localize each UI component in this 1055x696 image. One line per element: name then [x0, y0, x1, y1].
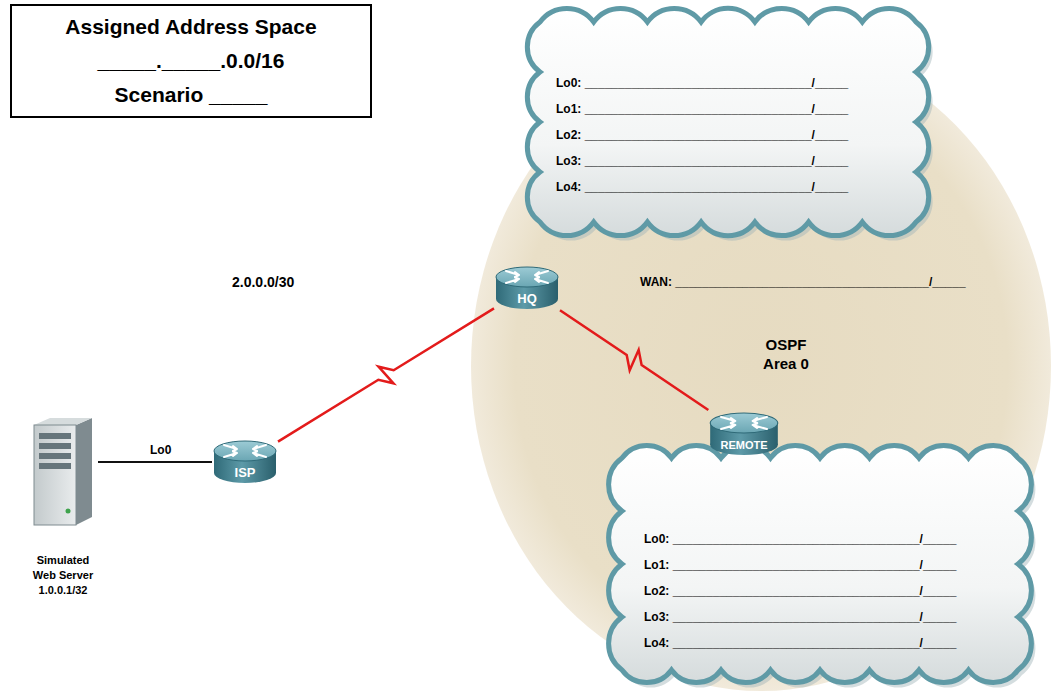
router-top [214, 441, 276, 461]
router-icon: HQ [494, 264, 560, 312]
address-text: _____._____.0.0/16 [98, 44, 285, 78]
router-top [710, 413, 778, 433]
server-label: 1.0.0.1/32 [27, 583, 99, 598]
server-side [76, 418, 92, 525]
loopback-label: Lo3: ___________________________________… [644, 604, 956, 630]
drive-bay [39, 433, 71, 439]
ospf-area-fill [471, 41, 1051, 691]
router-arrow [753, 417, 767, 423]
loopback-label: Lo2: ___________________________________… [644, 578, 956, 604]
ethernet-link [98, 461, 212, 463]
web-server: Simulated Web Server1.0.0.1/32 [22, 415, 104, 615]
server-front [34, 425, 76, 525]
cloud-shape [609, 445, 1032, 682]
loopback-label: Lo4: ___________________________________… [644, 630, 956, 656]
router-icon: ISP [212, 438, 278, 486]
loopback-label: Lo0: __________________________________/… [556, 70, 848, 96]
loopback-label: Lo2: __________________________________/… [556, 122, 848, 148]
router-arrow [721, 417, 735, 423]
router-arrow [535, 271, 548, 277]
server-top [34, 418, 92, 425]
router-arrow [224, 445, 237, 451]
loopback-label: Lo4: __________________________________/… [556, 174, 848, 200]
router-arrow [721, 424, 735, 430]
router-arrow [253, 445, 266, 451]
cloud-shape [527, 8, 928, 235]
loopback-label: Lo3: __________________________________/… [556, 148, 848, 174]
server-icon [28, 415, 98, 527]
router-top [496, 267, 558, 287]
address-text: Assigned Address Space [65, 10, 316, 44]
router-arrow [753, 424, 767, 430]
router-icon: REMOTE [708, 410, 780, 458]
ospf-area: OSPF Area 0 Lo0: ________________________… [470, 40, 1052, 692]
link-label: WAN: ___________________________________… [640, 274, 966, 290]
power-led [66, 509, 71, 514]
drive-bay [39, 453, 71, 459]
router-arrow [224, 452, 237, 458]
server-label: Simulated Web Server [27, 553, 99, 583]
loopback-label: Lo1: ___________________________________… [644, 552, 956, 578]
serial-link [278, 308, 494, 441]
router-arrow [506, 278, 519, 284]
router-name: HQ [517, 291, 537, 307]
drive-bay [39, 443, 71, 449]
router-arrow [253, 452, 266, 458]
area-label: OSPF Area 0 [755, 335, 817, 373]
address-space-box: Assigned Address Space_____._____.0.0/16… [10, 4, 372, 118]
address-text: Scenario _____ [115, 78, 268, 112]
router-arrow [506, 271, 519, 277]
loopback-label: Lo1: __________________________________/… [556, 96, 848, 122]
link-label: Lo0 [150, 442, 171, 458]
remote-loopback-cloud: Lo0: ___________________________________… [600, 436, 1040, 692]
drive-bay [39, 463, 71, 469]
link-label: 2.0.0.0/30 [232, 273, 294, 291]
loopback-label: Lo0: ___________________________________… [644, 526, 956, 552]
router-arrow [535, 278, 548, 284]
router-name: REMOTE [720, 437, 767, 453]
router-name: ISP [235, 465, 256, 481]
hq-loopback-cloud: Lo0: __________________________________/… [518, 0, 938, 244]
cloud-outline [518, 0, 938, 244]
